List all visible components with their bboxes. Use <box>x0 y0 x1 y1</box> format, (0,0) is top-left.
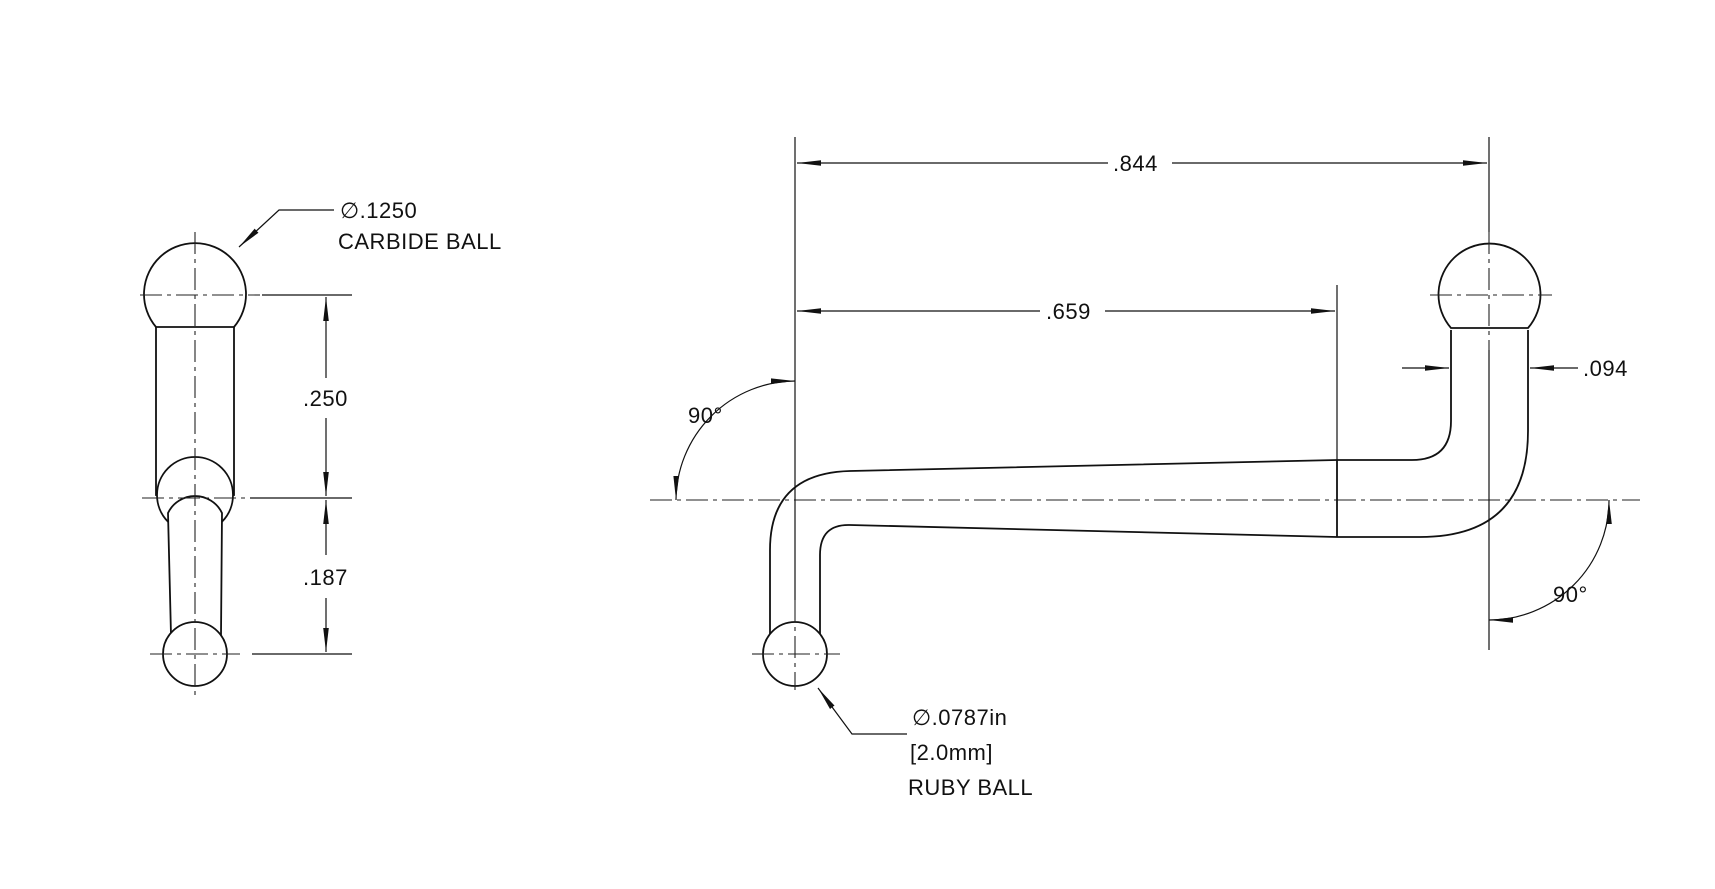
dim-844-label: .844 <box>1113 151 1158 176</box>
ruby-ball-label: RUBY BALL <box>908 775 1034 800</box>
carbide-diameter-label: ∅.1250 <box>340 198 418 223</box>
dim-250-label: .250 <box>303 386 348 411</box>
stylus-body-outline <box>769 330 1529 640</box>
angle-arc-right <box>1488 499 1612 623</box>
carbide-ball-label: CARBIDE BALL <box>338 229 502 254</box>
front-view <box>650 137 1640 735</box>
dim-094-label: .094 <box>1583 356 1628 381</box>
angle-left-label: 90° <box>688 403 723 428</box>
side-view <box>140 209 352 700</box>
ruby-diameter-label: ∅.0787in <box>912 705 1008 730</box>
carbide-leader <box>238 209 334 248</box>
angle-right-label: 90° <box>1553 582 1588 607</box>
ruby-leader <box>817 687 907 735</box>
angle-arc-left <box>673 378 796 501</box>
ruby-metric-label: [2.0mm] <box>910 740 993 765</box>
dim-659-label: .659 <box>1046 299 1091 324</box>
dim-187-label: .187 <box>303 565 348 590</box>
